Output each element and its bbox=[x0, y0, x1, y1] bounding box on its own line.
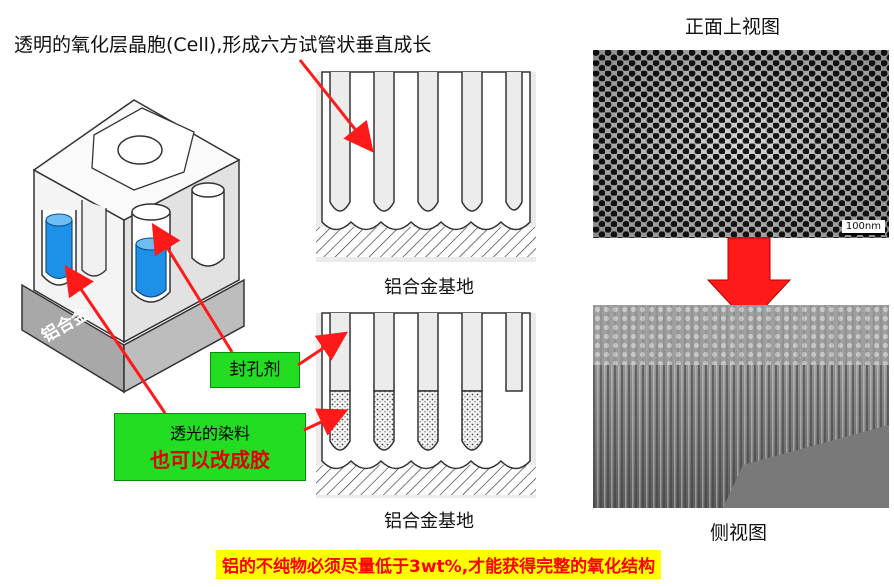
cross-section-filled-diagram bbox=[316, 312, 536, 498]
down-arrow-icon bbox=[706, 237, 792, 325]
side-view-label: 侧视图 bbox=[710, 522, 768, 544]
sealant-tag-label: 封孔剂 bbox=[229, 360, 281, 380]
sealant-tag: 封孔剂 bbox=[210, 352, 300, 388]
cross-section-empty-diagram bbox=[316, 71, 536, 262]
scale-bar: 100nm bbox=[841, 220, 885, 235]
front-view-label: 正面上视图 bbox=[685, 16, 781, 38]
substrate-label-bottom: 铝合金基地 bbox=[384, 511, 474, 532]
dye-tag-line1: 透光的染料 bbox=[169, 424, 250, 443]
dye-tag-line2: 也可以改成胶 bbox=[150, 448, 270, 472]
cell-caption: 透明的氧化层晶胞(Cell),形成六方试管状垂直成长 bbox=[14, 34, 432, 56]
substrate-label-top: 铝合金基地 bbox=[384, 277, 474, 298]
dye-tag: 透光的染料 也可以改成胶 bbox=[114, 413, 306, 481]
footer-note: 铝的不纯物必须尽量低于3wt%,才能获得完整的氧化结构 bbox=[216, 550, 662, 579]
sem-side-view-image bbox=[593, 305, 889, 508]
pore-array bbox=[593, 50, 889, 238]
sem-front-view-image: 100nm bbox=[593, 50, 889, 238]
